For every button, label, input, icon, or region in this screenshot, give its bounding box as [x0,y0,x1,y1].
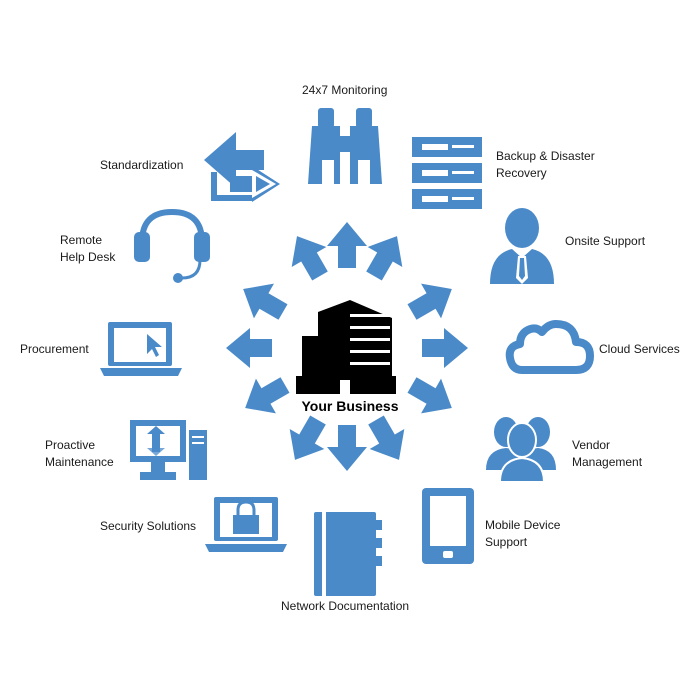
label-mobile-device-support: Mobile Device Support [485,517,560,551]
headset-icon [134,208,210,283]
label-maintenance-line1: Proactive [45,438,96,452]
arrow-helpdesk [233,271,293,330]
binoculars-icon [308,108,382,184]
label-standardization: Standardization [100,158,184,172]
arrow-security [277,410,336,470]
label-vendor-management: Vendor Management [572,437,642,471]
label-proactive-maintenance: Proactive Maintenance [45,437,114,471]
arrow-onsite [402,271,462,330]
arrow-procurement [226,328,272,368]
center-title: Your Business [301,398,399,414]
server-rack-icon [412,137,482,209]
desktop-computer-icon [130,420,207,480]
label-vendor-line2: Management [572,455,643,469]
office-building-icon [296,300,396,394]
notebook-icon [314,512,382,596]
laptop-lock-icon [205,497,287,552]
label-helpdesk-line1: Remote [60,233,103,247]
cloud-icon [505,320,594,374]
arrow-maintenance [235,367,295,426]
label-helpdesk-line2: Help Desk [60,250,116,264]
arrow-vendor [402,367,462,426]
label-onsite-support: Onsite Support [565,234,646,248]
label-cloud-services: Cloud Services [599,342,680,356]
label-security-solutions: Security Solutions [100,519,197,533]
label-remote-help-desk: Remote Help Desk [60,232,115,266]
label-vendor-line1: Vendor [572,438,611,452]
arrow-monitoring [327,222,367,268]
label-backup-recovery: Backup & Disaster Recovery [496,148,595,182]
label-maintenance-line2: Maintenance [45,455,114,469]
people-group-icon [486,417,556,483]
label-mobile-line2: Support [485,535,528,549]
arrow-cloud [422,328,468,368]
person-suit-icon [490,208,554,284]
arrow-backup [356,226,415,286]
label-backup-line1: Backup & Disaster [496,149,595,163]
tablet-icon [422,488,474,564]
label-24x7-monitoring: 24x7 Monitoring [302,83,388,97]
arrow-mobile [358,410,417,470]
arrow-standardization [279,226,338,286]
label-backup-line2: Recovery [496,166,547,180]
swap-arrows-icon [204,132,280,202]
laptop-cursor-icon [100,322,182,376]
label-procurement: Procurement [20,342,89,356]
label-mobile-line1: Mobile Device [485,518,561,532]
label-network-documentation: Network Documentation [281,599,410,613]
arrow-docs [327,425,367,471]
